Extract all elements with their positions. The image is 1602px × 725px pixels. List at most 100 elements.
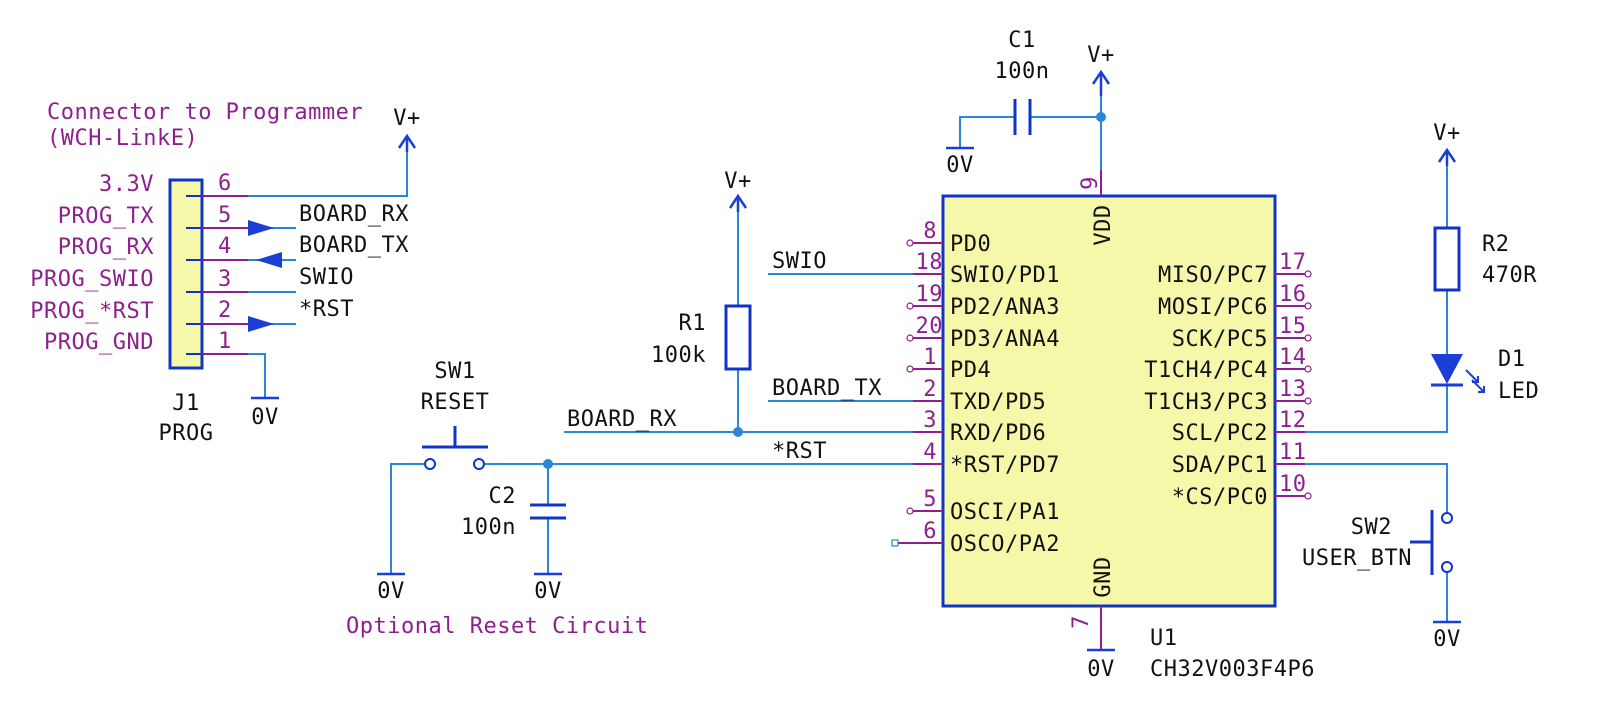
j1-pin1-num: 1: [218, 329, 232, 354]
sw1-value: RESET: [421, 390, 490, 415]
ground-label-c1: 0V: [946, 153, 974, 178]
u1-pin-name-r2: SCK/PC5: [1172, 327, 1268, 352]
u1-pin-name-l3: PD3/ANA4: [950, 327, 1060, 352]
sw1-ref: SW1: [434, 359, 475, 384]
vplus-symbol-r1: [728, 193, 748, 212]
j1-pin2-num: 2: [218, 298, 232, 323]
u1-pin-num-l7: 4: [923, 440, 937, 465]
net-label-rst: *RST: [772, 439, 827, 464]
switch-sw1: [422, 426, 488, 470]
net-label-board-tx: BOARD_TX: [772, 376, 882, 401]
j1-pin5-name: PROG_TX: [58, 204, 154, 229]
ground-label-sw1: 0V: [377, 579, 405, 604]
j1-net-swio: SWIO: [299, 265, 354, 290]
j1-pin6-name: 3.3V: [99, 172, 154, 197]
j1-pin1-name: PROG_GND: [44, 330, 154, 355]
ground-label-sw2: 0V: [1433, 627, 1461, 652]
j1-pin5-num: 5: [218, 203, 232, 228]
c2-value: 100n: [461, 515, 516, 540]
u1-left-net-wires: [517, 273, 913, 465]
reset-circuit-note: Optional Reset Circuit: [346, 614, 648, 639]
c1-ref: C1: [1008, 28, 1036, 53]
r1-ref: R1: [679, 311, 707, 336]
led-wires: [1305, 166, 1448, 433]
u1-pin-name-r1: MOSI/PC6: [1158, 295, 1268, 320]
u1-pin-name-r3: T1CH4/PC4: [1144, 358, 1268, 383]
u1-pin-num-l9: 6: [923, 519, 937, 544]
sw2-value: USER_BTN: [1302, 546, 1412, 571]
u1-pin-num-r3: 14: [1279, 345, 1307, 370]
j1-net-board-tx: BOARD_TX: [299, 233, 409, 258]
junction-board-rx: [733, 427, 743, 437]
vplus-label-vdd: V+: [1087, 43, 1115, 68]
u1-value: CH32V003F4P6: [1150, 657, 1315, 682]
junction-rst: [543, 459, 553, 469]
u1-vdd-name: VDD: [1091, 204, 1116, 245]
resistor-r1: [724, 304, 752, 371]
ground-label-u1: 0V: [1087, 657, 1115, 682]
u1-pin-num-l0: 8: [923, 219, 937, 244]
u1-pin-num-l3: 20: [916, 314, 944, 339]
j1-output-arrow: [248, 220, 274, 236]
u1-pin-name-l1: SWIO/PD1: [950, 263, 1060, 288]
capacitor-c1: [1013, 99, 1032, 135]
u1-pin-name-l2: PD2/ANA3: [950, 295, 1060, 320]
u1-pin-num-r1: 16: [1279, 282, 1307, 307]
programmer-note-line2: (WCH-LinkE): [47, 126, 198, 151]
u1-gnd-num: 7: [1069, 615, 1094, 629]
u1-pin-name-r0: MISO/PC7: [1158, 263, 1268, 288]
u1-pin-name-l8: OSCI/PA1: [950, 500, 1060, 525]
u1-pin-name-r5: SCL/PC2: [1172, 421, 1268, 446]
u1-pin6-marker: [891, 539, 899, 547]
switch-sw2: [1410, 510, 1453, 575]
u1-pin-name-l7: *RST/PD7: [950, 453, 1060, 478]
sw1-wires: [390, 463, 549, 574]
u1-pin-num-l6: 3: [923, 408, 937, 433]
u1-pin-num-l1: 18: [916, 250, 944, 275]
sw2-wires: [1305, 463, 1448, 622]
j1-net-board-rx: BOARD_RX: [299, 202, 409, 227]
vplus-label-led: V+: [1433, 121, 1461, 146]
net-label-board-rx: BOARD_RX: [567, 407, 677, 432]
r2-ref: R2: [1482, 232, 1510, 257]
u1-pin-num-r6: 11: [1279, 440, 1307, 465]
u1-gnd-name: GND: [1091, 556, 1116, 597]
sw2-ref: SW2: [1351, 515, 1392, 540]
j1-pin3-name: PROG_SWIO: [30, 267, 154, 292]
u1-pin-num-l4: 1: [923, 345, 937, 370]
d1-ref: D1: [1498, 347, 1526, 372]
resistor-r2: [1433, 226, 1461, 292]
u1-pin-name-r6: SDA/PC1: [1172, 453, 1268, 478]
u1-vdd-num: 9: [1078, 176, 1103, 190]
u1-pin-num-r4: 13: [1279, 377, 1307, 402]
j1-net-rst: *RST: [299, 297, 354, 322]
u1-pin-name-r7: *CS/PC0: [1172, 485, 1268, 510]
ground-label-j1: 0V: [251, 405, 279, 430]
vplus-label-r1: V+: [724, 169, 752, 194]
u1-pin-name-l0: PD0: [950, 232, 991, 257]
capacitor-c2: [530, 503, 566, 520]
j1-pin6-num: 6: [218, 171, 232, 196]
led-d1: [1431, 354, 1485, 393]
u1-pin-num-l2: 19: [916, 282, 944, 307]
u1-pin-name-l5: TXD/PD5: [950, 390, 1046, 415]
u1-pin-name-l4: PD4: [950, 358, 991, 383]
c2-ref: C2: [489, 484, 517, 509]
u1-pin-num-r2: 15: [1279, 314, 1307, 339]
d1-value: LED: [1498, 379, 1539, 404]
junction-vdd: [1096, 112, 1106, 122]
j1-pin2-name: PROG_*RST: [30, 299, 154, 324]
u1-pin-name-l9: OSCO/PA2: [950, 532, 1060, 557]
net-label-swio: SWIO: [772, 249, 827, 274]
vplus-symbol-led: [1437, 147, 1457, 166]
j1-ref: J1: [172, 391, 200, 416]
u1-unconnected-markers-left: [906, 239, 914, 515]
ground-label-c2: 0V: [534, 579, 562, 604]
programmer-note-line1: Connector to Programmer: [47, 100, 363, 125]
u1-ref: U1: [1150, 626, 1178, 651]
u1-pin-name-l6: RXD/PD6: [950, 421, 1046, 446]
vplus-symbol-j1: [397, 133, 417, 152]
r2-value: 470R: [1482, 263, 1537, 288]
u1-pin-num-r0: 17: [1279, 250, 1307, 275]
